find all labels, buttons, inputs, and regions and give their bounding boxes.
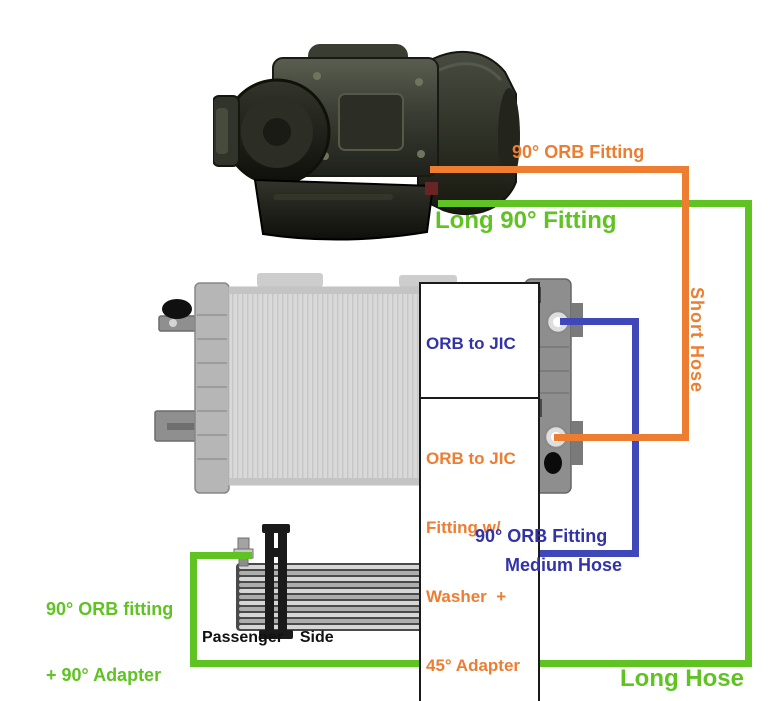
long-hose-segment-top [438, 200, 752, 207]
torque-converter [223, 78, 331, 186]
bracket-hole [169, 319, 177, 327]
label-long-hose: Long Hose [620, 665, 744, 692]
label-short-hose: Short Hose [686, 287, 707, 394]
medium-hose-segment-top [560, 318, 639, 325]
radiator-inlet [162, 299, 192, 319]
callout-line: 45° Adapter [426, 656, 521, 675]
label-passenger-side: Passenger Side [202, 629, 334, 646]
callout-radiator-lower-fitting: ORB to JIC Fitting w/ Washer + 45° Adapt… [419, 397, 540, 701]
callout-line: ORB to JIC [426, 449, 516, 468]
label-cooler-left-fitting: 90° ORB fitting + 90° Adapter Fitting [46, 554, 173, 701]
callout-line: + 90° Adapter [46, 665, 162, 685]
short-hose-segment-vertical [682, 166, 689, 441]
transmission-image [213, 44, 520, 241]
medium-hose-segment-bottom [471, 550, 639, 557]
cooler-bracket-left [259, 524, 293, 639]
label-cooler-orb-fitting: 90° ORB Fitting [475, 526, 608, 546]
callout-line: Washer + [426, 587, 507, 606]
label-medium-hose: Medium Hose [505, 555, 623, 575]
short-hose-segment-top [430, 166, 689, 173]
bell-housing [417, 50, 520, 215]
long-hose-segment-left [190, 552, 197, 667]
radiator-left-tank [194, 282, 230, 494]
label-long-90-fitting: Long 90° Fitting [435, 207, 617, 234]
long-hose-segment-right [745, 200, 752, 667]
long-hose-segment-to-cooler [190, 552, 252, 559]
radiator-drain-hole [544, 452, 562, 474]
transmission-cooler-port [425, 182, 438, 195]
label-transmission-orb-fitting: 90° ORB Fitting [512, 142, 645, 162]
short-hose-segment-bottom [554, 434, 689, 441]
callout-line: Fitting w/ [426, 518, 501, 537]
callout-line: ORB to JIC [426, 334, 516, 353]
output-flange [213, 95, 240, 167]
oil-pan [253, 178, 435, 241]
callout-line: 90° ORB fitting [46, 599, 174, 619]
